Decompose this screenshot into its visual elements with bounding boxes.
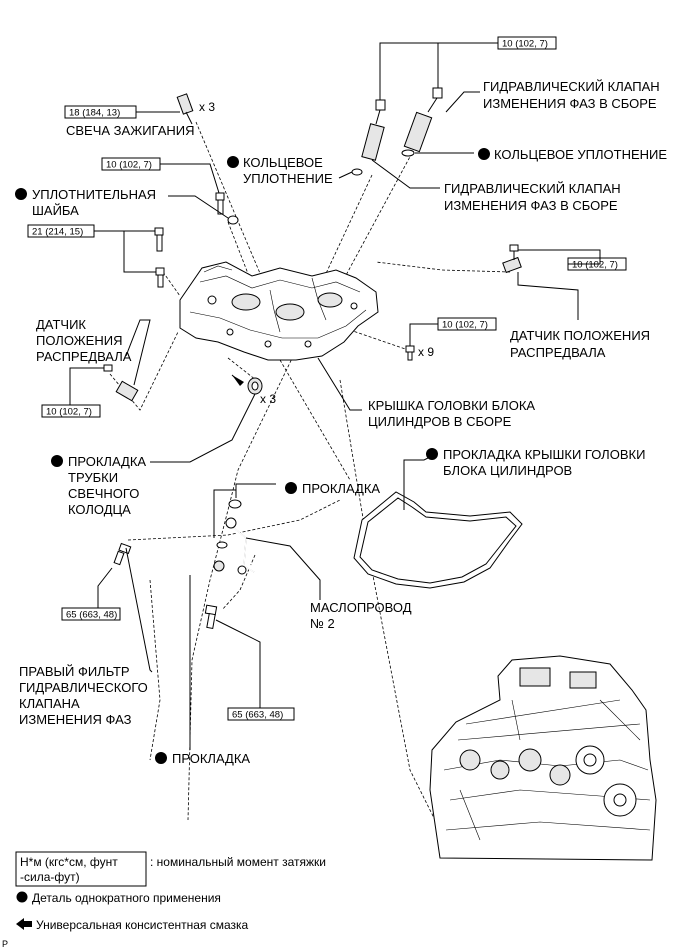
spark-tube-gasket: x 3 (231, 374, 276, 406)
label-gasket-mid: ПРОКЛАДКА (302, 481, 380, 496)
torque-spark-plug-value: 18 (184, 13) (69, 108, 120, 119)
label-filter-1: ПРАВЫЙ ФИЛЬТР (19, 664, 130, 679)
label-cover-2: ЦИЛИНДРОВ В СБОРЕ (368, 414, 512, 429)
cover-gasket (353, 491, 523, 589)
non-reusable-marker (51, 455, 63, 467)
oil-control-valve-right (401, 87, 443, 157)
oil-pipe-no2 (225, 517, 255, 575)
union-bolt (204, 604, 218, 629)
label-cover-gasket-2: БЛОКА ЦИЛИНДРОВ (443, 463, 572, 478)
torque-washer-bolt-value: 10 (102, 7) (106, 160, 152, 171)
torque-cam-sensor-left-value: 10 (102, 7) (46, 407, 92, 418)
grease-arrow-icon (16, 918, 32, 930)
torque-cam-sensor-left: 10 (102, 7) (41, 367, 104, 418)
torque-ocv-top: 10 (102, 7) (379, 36, 557, 100)
label-tube-gasket-4: КОЛОДЦА (68, 502, 131, 517)
non-reusable-marker (15, 188, 27, 200)
non-reusable-marker (426, 448, 438, 460)
torque-spark-plug: 18 (184, 13) (64, 105, 180, 119)
label-seal-washer-1: УПЛОТНИТЕЛЬНАЯ (32, 187, 156, 202)
label-ocv-mid-1: ГИДРАВЛИЧЕСКИЙ КЛАПАН (444, 181, 621, 196)
torque-filter-bolt: 65 (663, 48) (61, 567, 121, 621)
label-cam-sensor-left-3: РАСПРЕДВАЛА (36, 349, 132, 364)
label-seal-washer-2: ШАЙБА (32, 203, 79, 218)
cam-sensor-right (502, 244, 579, 320)
label-tube-gasket-2: ТРУБКИ (68, 470, 118, 485)
label-tube-gasket-3: СВЕЧНОГО (68, 486, 139, 501)
cover-bolt-upper (154, 227, 164, 252)
cover-bolt-count: x 9 (418, 345, 434, 359)
legend-torque-box-line2: -сила-фут) (20, 870, 80, 884)
cam-sensor-left (103, 364, 139, 402)
legend-torque-box-line1: Н*м (кгс*см, фунт (20, 855, 118, 869)
label-oil-pipe-1: МАСЛОПРОВОД (310, 600, 412, 615)
label-ocv-top-1: ГИДРАВЛИЧЕСКИЙ КЛАПАН (483, 79, 660, 94)
legend-torque-desc: : номинальный момент затяжки (150, 855, 326, 869)
label-cam-sensor-left-2: ПОЛОЖЕНИЯ (36, 333, 122, 348)
torque-cover-right: 10 (102, 7) (409, 317, 497, 346)
gasket-lower (216, 541, 228, 549)
non-reusable-icon (16, 891, 28, 903)
label-o-ring-left-2: УПЛОТНЕНИЕ (243, 171, 333, 186)
torque-cam-sensor-right: 10 (102, 7) (515, 249, 627, 271)
label-o-ring-right: КОЛЬЦЕВОЕ УПЛОТНЕНИЕ (494, 147, 667, 162)
non-reusable-marker (478, 148, 490, 160)
label-spark-plug: СВЕЧА ЗАЖИГАНИЯ (66, 123, 195, 138)
cover-bolt-right (405, 345, 415, 361)
label-oil-pipe-2: № 2 (310, 616, 335, 631)
label-cam-sensor-right-2: РАСПРЕДВАЛА (510, 345, 606, 360)
label-cover-1: КРЫШКА ГОЛОВКИ БЛОКА (368, 398, 535, 413)
label-ocv-top-2: ИЗМЕНЕНИЯ ФАЗ В СБОРЕ (483, 96, 657, 111)
label-o-ring-left-1: КОЛЬЦЕВОЕ (243, 155, 323, 170)
union-fitting (213, 560, 225, 572)
legend-grease: Универсальная консистентная смазка (36, 918, 249, 932)
label-cover-gasket-1: ПРОКЛАДКА КРЫШКИ ГОЛОВКИ (443, 447, 645, 462)
tube-gasket-count: x 3 (260, 392, 276, 406)
spark-plug-count: x 3 (199, 100, 215, 114)
label-gasket-bottom: ПРОКЛАДКА (172, 751, 250, 766)
label-tube-gasket-1: ПРОКЛАДКА (68, 454, 146, 469)
non-reusable-marker (285, 482, 297, 494)
non-reusable-marker (155, 752, 167, 764)
legend-non-reusable: Деталь однократного применения (32, 891, 221, 905)
torque-cam-sensor-right-value: 10 (102, 7) (572, 260, 618, 271)
filter-bolt (113, 542, 132, 566)
oil-control-valve-left (351, 99, 386, 176)
torque-union-bolt-value: 65 (663, 48) (232, 710, 283, 721)
torque-washer-bolt: 10 (102, 7) (101, 157, 220, 194)
label-filter-3: КЛАПАНА (19, 696, 80, 711)
engine-illustration (429, 655, 657, 861)
torque-ocv-top-value: 10 (102, 7) (502, 39, 548, 50)
cylinder-head-cover (179, 261, 379, 361)
spark-plug: x 3 (176, 93, 215, 125)
torque-cover-left-value: 21 (214, 15) (32, 227, 83, 238)
torque-cover-left: 21 (214, 15) (27, 224, 156, 273)
torque-filter-bolt-value: 65 (663, 48) (66, 610, 117, 621)
gasket-upper (228, 499, 242, 509)
label-filter-4: ИЗМЕНЕНИЯ ФАЗ (19, 712, 132, 727)
torque-cover-right-value: 10 (102, 7) (442, 320, 488, 331)
label-ocv-mid-2: ИЗМЕНЕНИЯ ФАЗ В СБОРЕ (444, 198, 618, 213)
label-cam-sensor-left-1: ДАТЧИК (36, 317, 86, 332)
legend: Н*м (кгс*см, фунт -сила-фут) : номинальн… (2, 851, 326, 949)
label-cam-sensor-right-1: ДАТЧИК ПОЛОЖЕНИЯ (510, 328, 650, 343)
footer-code: P (2, 939, 8, 949)
non-reusable-marker (227, 156, 239, 168)
washer-bolt (215, 192, 239, 225)
cover-bolt-lower (155, 267, 165, 288)
torque-union-bolt: 65 (663, 48) (215, 619, 295, 721)
label-filter-2: ГИДРАВЛИЧЕСКОГО (19, 680, 148, 695)
